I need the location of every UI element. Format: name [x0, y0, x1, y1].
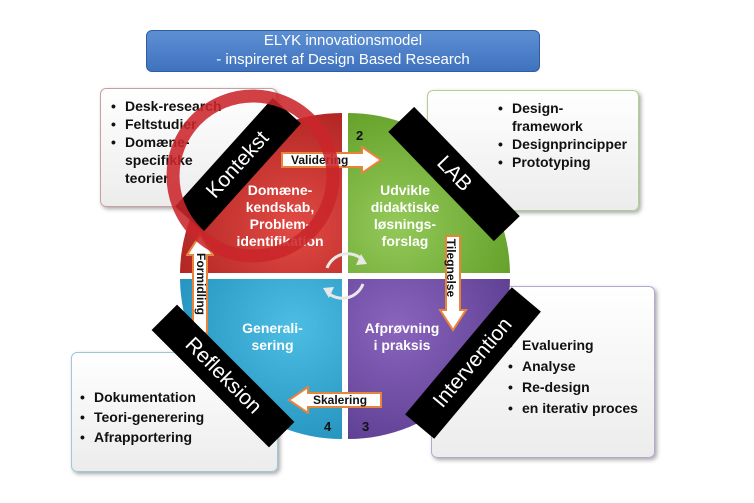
box-bottom-right-item: Re-design	[508, 377, 654, 398]
quadrant-2-label: Udvikle didaktiske løsnings- forslag	[370, 182, 440, 249]
quadrant-3-label: Afprøvning i praksis	[364, 320, 440, 353]
diagram-title: ELYK innovationsmodel - inspireret af De…	[146, 30, 540, 72]
title-line-1: ELYK innovationsmodel	[263, 32, 423, 49]
arrow-label-tilegnelse: Tilegnelse	[444, 238, 458, 298]
cycle-arrow-icon	[325, 252, 365, 269]
box-top-right-item: Prototyping	[498, 153, 638, 171]
box-bottom-left-item: Teori-generering	[80, 407, 277, 427]
arrow-left-icon	[287, 386, 382, 414]
box-bottom-right-item: Evaluering	[508, 335, 654, 356]
arrow-down-icon	[438, 235, 468, 332]
cycle-arrow-icon	[356, 254, 367, 265]
box-bottom-right-item: Analyse	[508, 356, 654, 377]
quadrant-4-label: Generali- sering	[242, 320, 303, 353]
box-bottom-left-item: Afrapportering	[80, 427, 277, 447]
box-bottom-left-item: Dokumentation	[80, 387, 277, 407]
quadrant-3-shape	[348, 279, 510, 439]
cycle-arrow-icon	[323, 287, 334, 298]
prohibition-circle-icon	[166, 89, 340, 263]
title-line-2: - inspireret af Design Based Research	[216, 51, 470, 68]
quadrant-3-number: 3	[362, 419, 370, 434]
arrow-label-skalering: Skalering	[313, 393, 368, 407]
quadrant-2-shape	[348, 113, 510, 273]
box-bottom-right-item: en iterativ proces	[508, 398, 654, 419]
box-top-right-item: Design- framework	[498, 99, 638, 135]
cycle-arrow-icon	[325, 283, 365, 300]
box-top-left-item: Feltstudier	[111, 115, 276, 133]
quadrant-4-number: 4	[324, 419, 332, 434]
box-top-right-item: Designprincipper	[498, 135, 638, 153]
quadrant-2-number: 2	[356, 128, 364, 143]
